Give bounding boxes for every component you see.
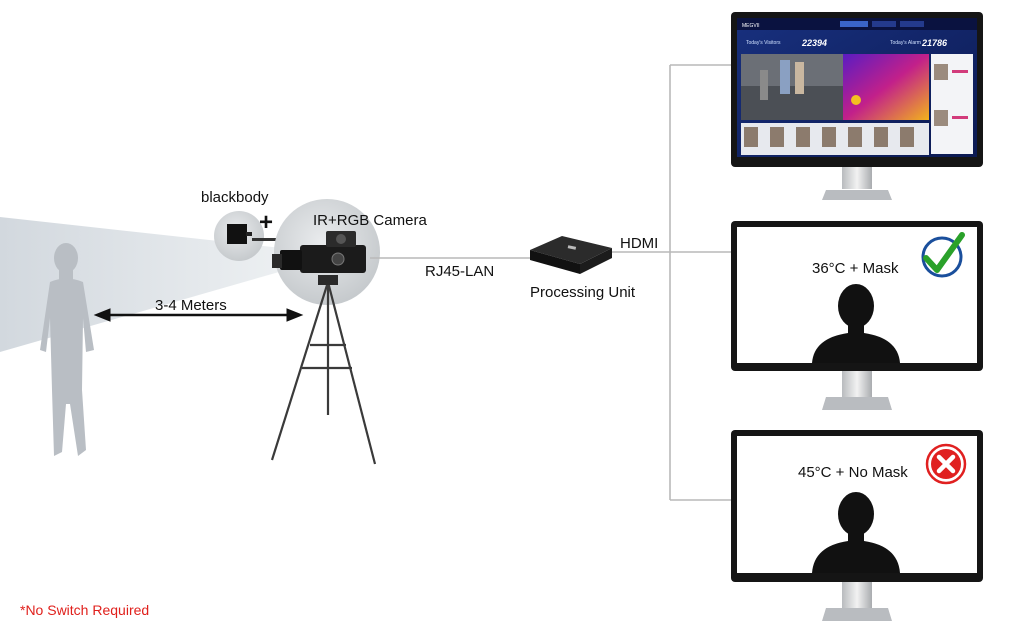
person-silhouette bbox=[40, 243, 94, 456]
processing-unit-device bbox=[530, 236, 612, 274]
camera-label: IR+RGB Camera bbox=[313, 212, 427, 229]
blackbody-device bbox=[227, 224, 280, 244]
distance-label: 3-4 Meters bbox=[155, 297, 227, 314]
blackbody-label: blackbody bbox=[201, 189, 269, 206]
monitor-pass bbox=[731, 221, 983, 410]
monitor-fail bbox=[731, 430, 983, 621]
camera-device bbox=[272, 231, 366, 273]
dashboard-brand: MEGVII bbox=[742, 23, 760, 29]
monitor-fail-text: 45°C + No Mask bbox=[798, 464, 908, 481]
fail-silhouette bbox=[812, 492, 900, 573]
tripod bbox=[270, 281, 377, 465]
monitor-dashboard: MEGVII Today's Visitors 22394 Today's Al… bbox=[731, 12, 983, 200]
connection-lines bbox=[370, 64, 735, 501]
lan-label: RJ45-LAN bbox=[425, 263, 495, 280]
pass-silhouette bbox=[812, 284, 900, 363]
dashboard-visitors-label: Today's Visitors bbox=[746, 40, 781, 46]
distance-arrow bbox=[93, 308, 304, 322]
hdmi-label: HDMI bbox=[620, 235, 659, 252]
checkmark-icon bbox=[921, 232, 965, 278]
tripod-head bbox=[318, 275, 338, 285]
dashboard-alarm-value: 21786 bbox=[921, 38, 948, 48]
footnote: *No Switch Required bbox=[20, 602, 150, 618]
dashboard-alarm-label: Today's Alarm bbox=[890, 40, 921, 46]
plus-sign: + bbox=[259, 209, 274, 236]
dashboard-visitors-value: 22394 bbox=[801, 38, 827, 48]
processing-unit-label: Processing Unit bbox=[530, 284, 636, 301]
cross-icon bbox=[925, 443, 967, 485]
monitor-pass-text: 36°C + Mask bbox=[812, 260, 899, 277]
